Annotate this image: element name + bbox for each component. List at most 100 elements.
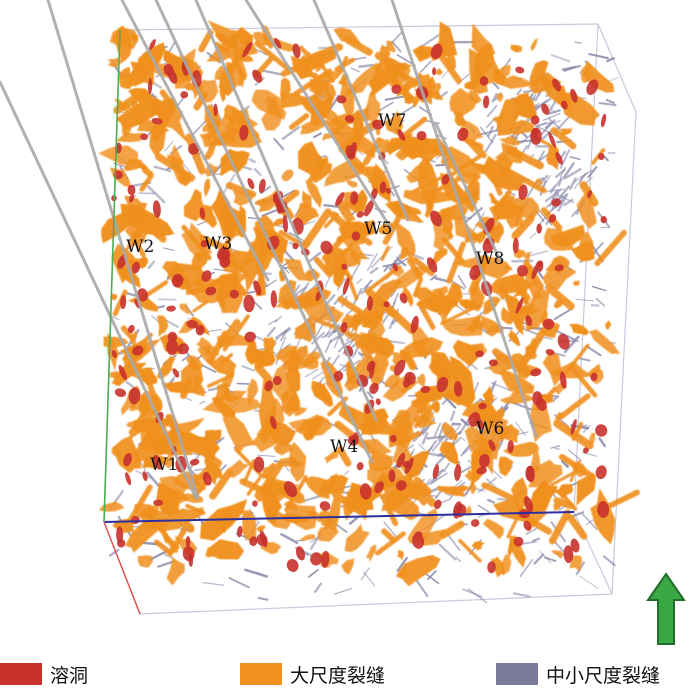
- large-fracture: [166, 154, 184, 167]
- legend-label-karst-cave: 溶洞: [50, 664, 89, 687]
- small-fracture: [273, 138, 285, 151]
- large-fracture: [546, 145, 559, 170]
- karst-cave: [432, 464, 440, 480]
- small-fracture: [345, 309, 353, 316]
- karst-cave: [172, 368, 180, 378]
- large-fracture: [212, 113, 236, 145]
- small-fracture: [519, 558, 534, 578]
- small-fracture: [244, 568, 269, 578]
- large-fracture: [179, 378, 194, 399]
- small-fracture: [313, 132, 322, 139]
- large-fracture: [260, 461, 284, 493]
- large-fracture: [465, 505, 472, 516]
- karst-cave: [252, 69, 263, 83]
- small-fracture: [396, 556, 408, 572]
- large-fracture: [128, 401, 155, 439]
- large-fracture: [553, 483, 574, 499]
- karst-cave: [372, 119, 384, 130]
- legend-label-small-fracture: 中小尺度裂缝: [546, 664, 661, 687]
- large-fracture: [569, 460, 581, 483]
- large-fracture: [332, 109, 361, 135]
- karst-cave: [469, 264, 481, 281]
- large-fracture: [130, 99, 143, 121]
- small-fracture: [563, 335, 580, 354]
- small-fracture: [281, 126, 300, 140]
- karst-cave: [282, 214, 288, 233]
- karst-cave: [453, 381, 463, 397]
- large-fracture: [502, 441, 540, 457]
- karst-cave: [129, 194, 135, 203]
- small-fracture: [241, 365, 256, 372]
- karst-cave: [512, 237, 519, 254]
- large-fracture: [368, 448, 394, 471]
- small-fracture: [533, 98, 552, 110]
- small-fracture: [587, 166, 598, 179]
- small-fracture: [548, 117, 561, 130]
- small-fracture: [491, 92, 498, 103]
- north-arrow-icon: [646, 572, 686, 645]
- large-fracture: [605, 320, 612, 330]
- karst-cave: [404, 457, 414, 474]
- small-fracture: [366, 253, 378, 271]
- axis-x: [103, 511, 575, 523]
- small-fracture: [595, 297, 606, 307]
- large-fracture: [416, 373, 426, 388]
- large-fracture: [283, 284, 324, 310]
- karst-cave: [344, 115, 355, 123]
- karst-cave: [264, 380, 274, 392]
- large-fracture: [301, 208, 332, 250]
- large-fracture: [325, 475, 349, 495]
- large-fracture: [216, 293, 226, 311]
- karst-cave: [319, 501, 331, 511]
- large-fracture: [402, 430, 422, 445]
- small-fracture: [434, 277, 449, 283]
- legend-swatch-karst-cave: [0, 663, 42, 685]
- karst-cave: [432, 67, 437, 76]
- small-fracture: [431, 468, 444, 483]
- small-fracture: [457, 274, 467, 289]
- karst-cave: [111, 350, 117, 358]
- small-fracture: [563, 168, 582, 180]
- well-label-w5: W5: [364, 219, 392, 239]
- karst-cave: [244, 331, 256, 343]
- large-fracture: [280, 92, 308, 109]
- karst-cave: [487, 561, 496, 574]
- large-fracture: [424, 200, 434, 219]
- large-fracture: [181, 224, 212, 261]
- large-fracture: [192, 300, 209, 313]
- large-fracture: [459, 299, 482, 311]
- karst-cave: [186, 319, 199, 329]
- small-fracture: [526, 250, 549, 258]
- large-fracture: [511, 214, 535, 240]
- karst-cave: [137, 288, 149, 302]
- karst-cave: [595, 424, 608, 437]
- small-fracture: [313, 323, 324, 341]
- small-fracture: [149, 549, 169, 561]
- small-fracture: [550, 53, 571, 63]
- large-fracture: [569, 365, 598, 398]
- small-fracture: [568, 449, 583, 462]
- large-fracture: [302, 355, 319, 370]
- karst-cave: [479, 453, 490, 468]
- karst-cave: [412, 533, 425, 549]
- large-fracture: [490, 556, 506, 578]
- small-fracture: [592, 285, 607, 292]
- large-fracture: [225, 182, 257, 198]
- karst-cave: [561, 100, 568, 110]
- large-fracture: [153, 539, 173, 556]
- small-fracture: [444, 492, 451, 497]
- karst-cave: [488, 359, 498, 367]
- large-fracture: [380, 300, 417, 335]
- large-fracture: [504, 265, 513, 271]
- large-fracture: [481, 482, 519, 503]
- large-fracture: [383, 476, 419, 521]
- well-trajectory: [194, 0, 378, 422]
- karst-cave: [185, 536, 191, 548]
- karst-cave: [597, 501, 610, 518]
- small-fracture: [266, 326, 276, 338]
- well-label-w6: W6: [476, 419, 504, 439]
- model-box-edge: [611, 111, 637, 595]
- large-fracture: [130, 233, 146, 258]
